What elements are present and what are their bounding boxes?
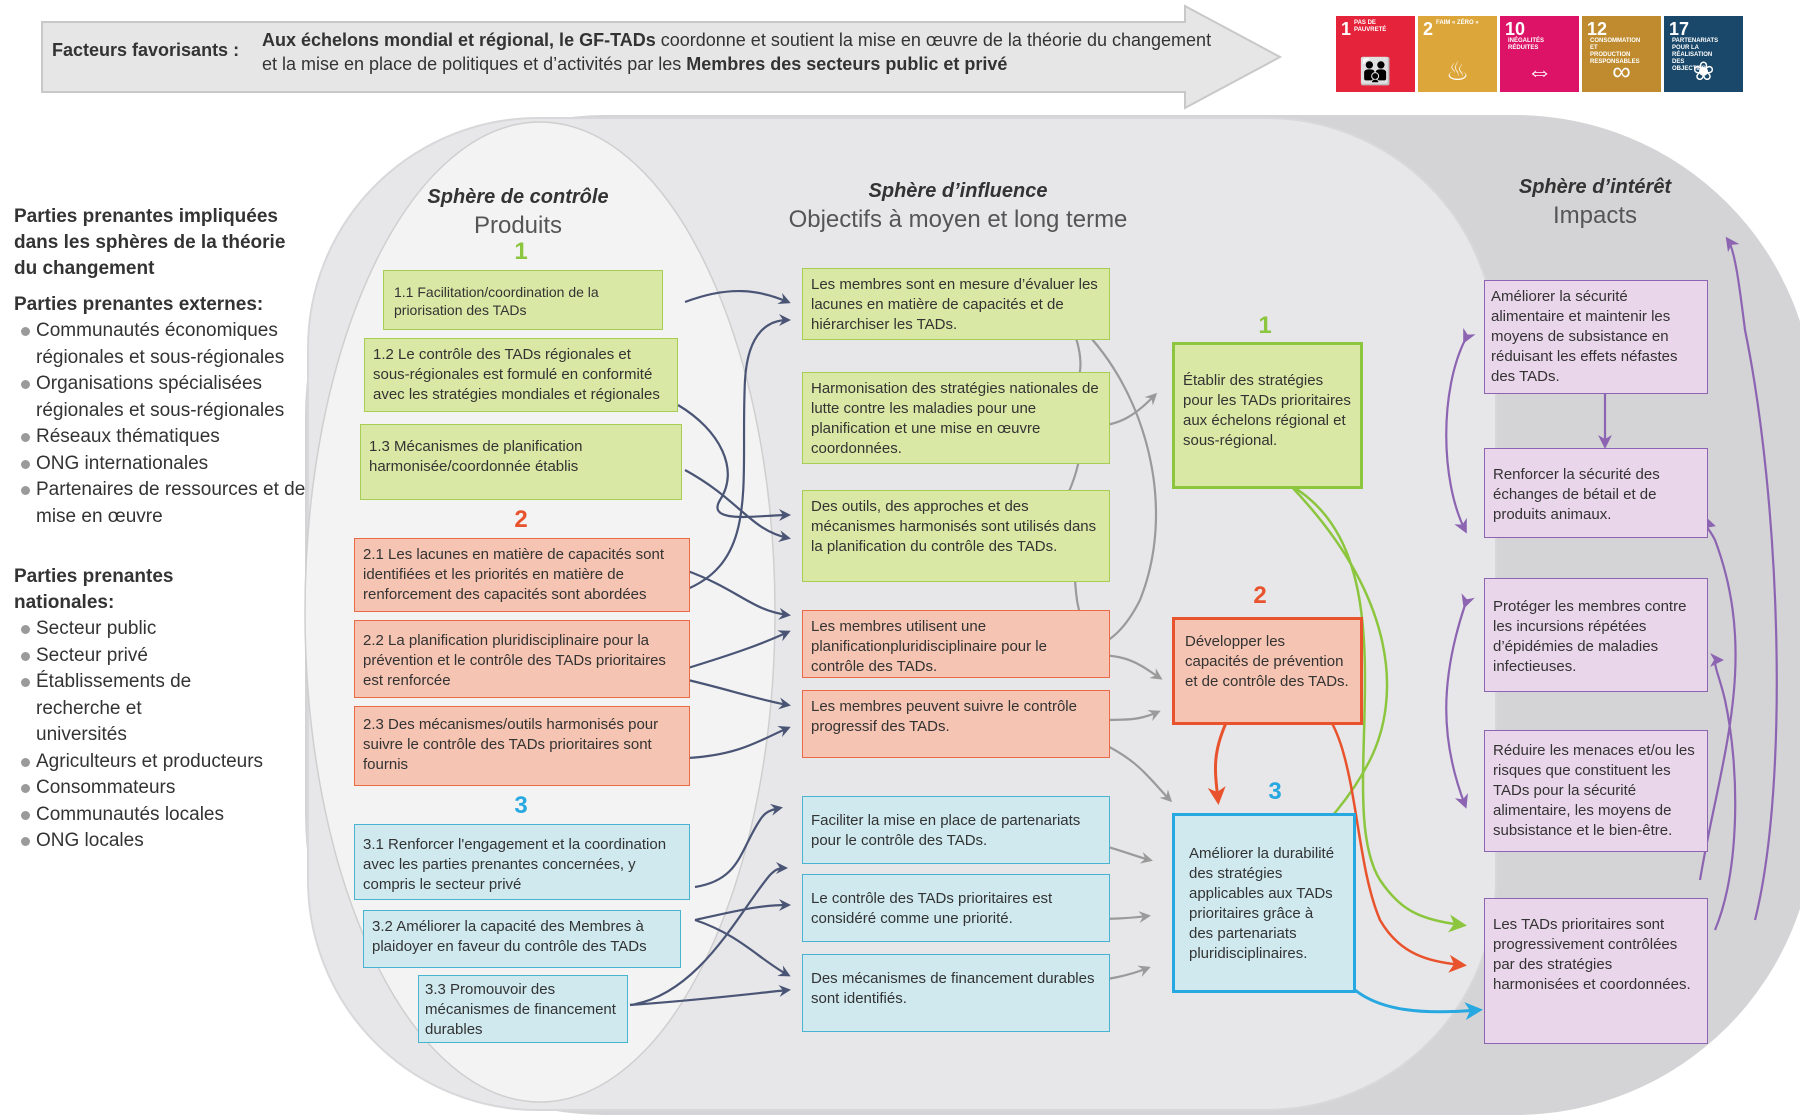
objective-1: Établir des stratégies pour les TADs pri… xyxy=(1172,342,1363,489)
objective-2: Développer les capacités de prévention e… xyxy=(1172,617,1363,725)
banner-bold-2: Membres des secteurs public et privé xyxy=(686,54,1008,74)
impact-3: Protéger les membres contre les incursio… xyxy=(1484,578,1708,692)
flower-icon: ❀ xyxy=(1692,56,1715,86)
list-item: Agriculteurs et producteurs xyxy=(14,749,306,776)
sdg-tile-17: 17Partenariats pour la réalisation des o… xyxy=(1664,16,1743,92)
stakeholders-panel: Parties prenantes impliquées dans les sp… xyxy=(14,204,306,855)
intermediate-4: Les membres utilisent une planificationp… xyxy=(802,610,1110,678)
sphere-influence-title: Sphère d’influence xyxy=(868,180,1048,202)
banner-bold-1: Aux échelons mondial et régional, le GF-… xyxy=(262,30,656,50)
sphere-control-title: Sphère de contrôle xyxy=(427,186,609,208)
family-icon: 👪 xyxy=(1359,56,1392,86)
list-item: ONG locales xyxy=(14,828,306,855)
bowl-icon: ♨ xyxy=(1445,56,1470,86)
output-1-2: 1.2 Le contrôle des TADs régionales et s… xyxy=(364,338,678,412)
output-3-1: 3.1 Renforcer l'engagement et la coordin… xyxy=(354,824,690,900)
infinity-icon: ∞ xyxy=(1612,56,1631,86)
output-3-3: 3.3 Promouvoir des mécanismes de finance… xyxy=(418,975,628,1043)
objective-3: Améliorer la durabilité des stratégies a… xyxy=(1172,813,1356,993)
external-stakeholders-heading: Parties prenantes externes: xyxy=(14,294,264,315)
output-3-2: 3.2 Améliorer la capacité des Membres à … xyxy=(363,910,681,968)
equality-icon: ⇔ xyxy=(1526,56,1553,86)
sdg-tile-12: 12Consommation et production responsable… xyxy=(1582,16,1661,92)
sdg-tile-10: 10Inégalités réduites⇔ xyxy=(1500,16,1579,92)
impact-1: Améliorer la sécurité alimentaire et mai… xyxy=(1484,280,1708,394)
intermediate-6: Faciliter la mise en place de partenaria… xyxy=(802,796,1110,864)
output-1-1: 1.1 Facilitation/coordination de la prio… xyxy=(383,270,663,330)
output-1-3: 1.3 Mécanismes de planification harmonis… xyxy=(360,424,682,500)
stakeholders-heading: Parties prenantes impliquées dans les sp… xyxy=(14,206,286,279)
list-item: ONG internationales xyxy=(14,451,306,478)
list-item: Secteur privé xyxy=(14,643,306,670)
group-number-3: 3 xyxy=(514,792,528,819)
sphere-influence-subtitle: Objectifs à moyen et long terme xyxy=(788,206,1128,233)
objective-number-1: 1 xyxy=(1258,312,1272,339)
list-item: Communautés locales xyxy=(14,802,306,829)
list-item: Consommateurs xyxy=(14,775,306,802)
list-item: Communautés économiques régionales et so… xyxy=(14,318,306,371)
intermediate-5: Les membres peuvent suivre le contrôle p… xyxy=(802,690,1110,758)
list-item: Établissements de recherche et universit… xyxy=(14,669,236,749)
national-stakeholders-heading: Parties prenantes nationales: xyxy=(14,566,174,613)
output-2-3: 2.3 Des mécanismes/outils harmonisés pou… xyxy=(354,706,690,786)
banner-text-1: coordonne et soutient la mise en œuvre d… xyxy=(262,30,1212,74)
group-number-1: 1 xyxy=(514,238,528,265)
impact-5: Les TADs prioritaires sont progressiveme… xyxy=(1484,898,1708,1044)
output-2-1: 2.1 Les lacunes en matière de capacités … xyxy=(354,538,690,612)
impact-4: Réduire les menaces et/ou les risques qu… xyxy=(1484,730,1708,852)
list-item: Partenaires de ressources et de mise en … xyxy=(14,477,306,530)
output-2-2: 2.2 La planification pluridisciplinaire … xyxy=(354,620,690,698)
impact-2: Renforcer la sécurité des échanges de bé… xyxy=(1484,448,1708,538)
sdg-tile-2: 2Faim « zéro »♨ xyxy=(1418,16,1497,92)
intermediate-2: Harmonisation des stratégies nationales … xyxy=(802,372,1110,464)
intermediate-8: Des mécanismes de financement durables s… xyxy=(802,954,1110,1032)
intermediate-3: Des outils, des approches et des mécanis… xyxy=(802,490,1110,582)
sphere-interest-title: Sphère d’intérêt xyxy=(1518,176,1672,198)
sphere-control-subtitle: Produits xyxy=(473,212,563,239)
banner-label: Facteurs favorisants : xyxy=(52,40,240,60)
sdg-tile-1: 1Pas de pauvreté👪 xyxy=(1336,16,1415,92)
external-stakeholders-list: Communautés économiques régionales et so… xyxy=(14,318,306,530)
objective-number-3: 3 xyxy=(1268,778,1282,805)
intermediate-7: Le contrôle des TADs prioritaires est co… xyxy=(802,874,1110,942)
national-stakeholders-list: Secteur public Secteur privé Établisseme… xyxy=(14,616,306,855)
banner-text: Aux échelons mondial et régional, le GF-… xyxy=(262,28,1212,76)
banner-arrow-shape xyxy=(41,4,1283,110)
group-number-2: 2 xyxy=(514,506,528,533)
list-item: Secteur public xyxy=(14,616,306,643)
sphere-interest-subtitle: Impacts xyxy=(1552,202,1638,229)
list-item: Réseaux thématiques xyxy=(14,424,306,451)
objective-number-2: 2 xyxy=(1253,582,1267,609)
list-item: Organisations spécialisées régionales et… xyxy=(14,371,306,424)
intermediate-1: Les membres sont en mesure d’évaluer les… xyxy=(802,268,1110,340)
